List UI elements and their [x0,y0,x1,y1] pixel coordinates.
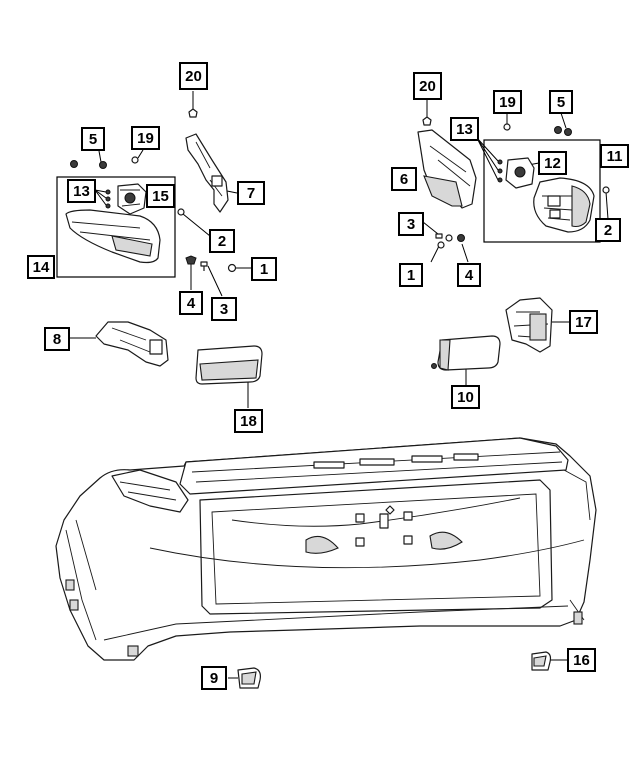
part-17-bracket [505,297,553,353]
part-6-bracket [417,129,477,209]
callout-12: 12 [538,151,567,175]
callout-18: 18 [234,409,263,433]
part-19-clip-left [131,156,139,164]
part-18-reflector-left [195,345,263,385]
callout-7: 7 [237,181,265,205]
part-3-screw-left [200,261,208,271]
callout-4-right: 4 [457,263,481,287]
svg-text:3: 3 [220,301,228,318]
svg-text:9: 9 [210,670,218,687]
svg-text:4: 4 [465,267,474,284]
svg-text:3: 3 [407,216,415,233]
callout-16: 16 [567,648,596,672]
right-lamp-group-box [483,139,601,243]
leader-lines [70,91,609,679]
part-12-lamp-socket-right [505,157,535,189]
callout-4-left: 4 [179,291,203,315]
svg-text:10: 10 [457,389,474,406]
svg-text:7: 7 [247,185,255,202]
rear-bumper-fascia [55,437,597,661]
callout-19-left: 19 [131,126,160,150]
part-10-reflector-right [431,335,501,371]
svg-text:2: 2 [604,222,612,239]
callout-14: 14 [27,255,55,279]
svg-text:6: 6 [400,171,408,188]
callout-3-right: 3 [398,212,424,236]
svg-text:13: 13 [456,121,473,138]
callout-2-right: 2 [595,218,621,242]
svg-text:14: 14 [33,259,50,276]
callout-10: 10 [451,385,480,409]
part-5-nut-left [70,160,107,169]
part-5-nut-right [554,126,572,136]
callout-5-left: 5 [81,127,105,151]
part-13-screws-right [497,159,503,183]
svg-text:19: 19 [137,130,154,147]
callout-15: 15 [146,184,175,208]
callout-6: 6 [391,167,417,191]
part-1-4-fasteners-right [437,234,465,249]
callout-9: 9 [201,666,227,690]
callout-5-right: 5 [549,90,573,114]
svg-text:17: 17 [575,314,592,331]
svg-text:1: 1 [260,261,268,278]
callout-20-left: 20 [179,62,208,90]
callout-3-left: 3 [211,297,237,321]
part-14-tail-lamp-left [65,209,161,264]
part-9-plug-left [237,667,261,689]
part-13-screws-left [105,189,111,209]
svg-text:19: 19 [499,94,516,111]
svg-text:5: 5 [557,94,565,111]
part-4-pushpin-left [185,255,197,265]
part-7-bracket [185,133,229,213]
svg-text:11: 11 [607,148,623,165]
part-2-clip-left [177,208,185,216]
callout-17: 17 [569,310,598,334]
callouts: 20 5 19 13 15 7 14 2 1 4 3 8 18 20 19 5 … [27,62,629,690]
callout-1-left: 1 [251,257,277,281]
part-15-lamp-socket-left [117,183,147,215]
svg-text:2: 2 [218,233,226,250]
svg-text:4: 4 [187,295,196,312]
callout-13-right: 13 [450,117,479,141]
svg-text:15: 15 [152,188,169,205]
svg-text:20: 20 [419,78,436,95]
part-3-screw-right [435,233,443,239]
callout-20-right: 20 [413,72,442,100]
svg-text:18: 18 [240,413,257,430]
callout-1-right: 1 [399,263,423,287]
part-20-fastener-left [188,108,198,118]
callout-11: 11 [600,144,629,168]
callout-2-left: 2 [209,229,235,253]
svg-text:5: 5 [89,131,97,148]
callout-13-left: 13 [67,179,96,203]
svg-text:1: 1 [407,267,415,284]
part-8-bracket [95,321,169,367]
svg-text:13: 13 [73,183,90,200]
left-lamp-group-box [56,176,176,278]
callout-8: 8 [44,327,70,351]
svg-text:20: 20 [185,68,202,85]
svg-text:16: 16 [573,652,590,669]
part-1-nut-left [227,263,237,273]
part-11-tail-lamp-right [533,177,595,233]
callout-19-right: 19 [493,90,522,114]
part-20-fastener-right [422,116,432,126]
svg-text:12: 12 [544,155,561,172]
svg-text:8: 8 [53,331,61,348]
part-19-clip-right [503,123,511,131]
part-2-clip-right [602,186,610,194]
part-16-plug-right [531,651,552,671]
